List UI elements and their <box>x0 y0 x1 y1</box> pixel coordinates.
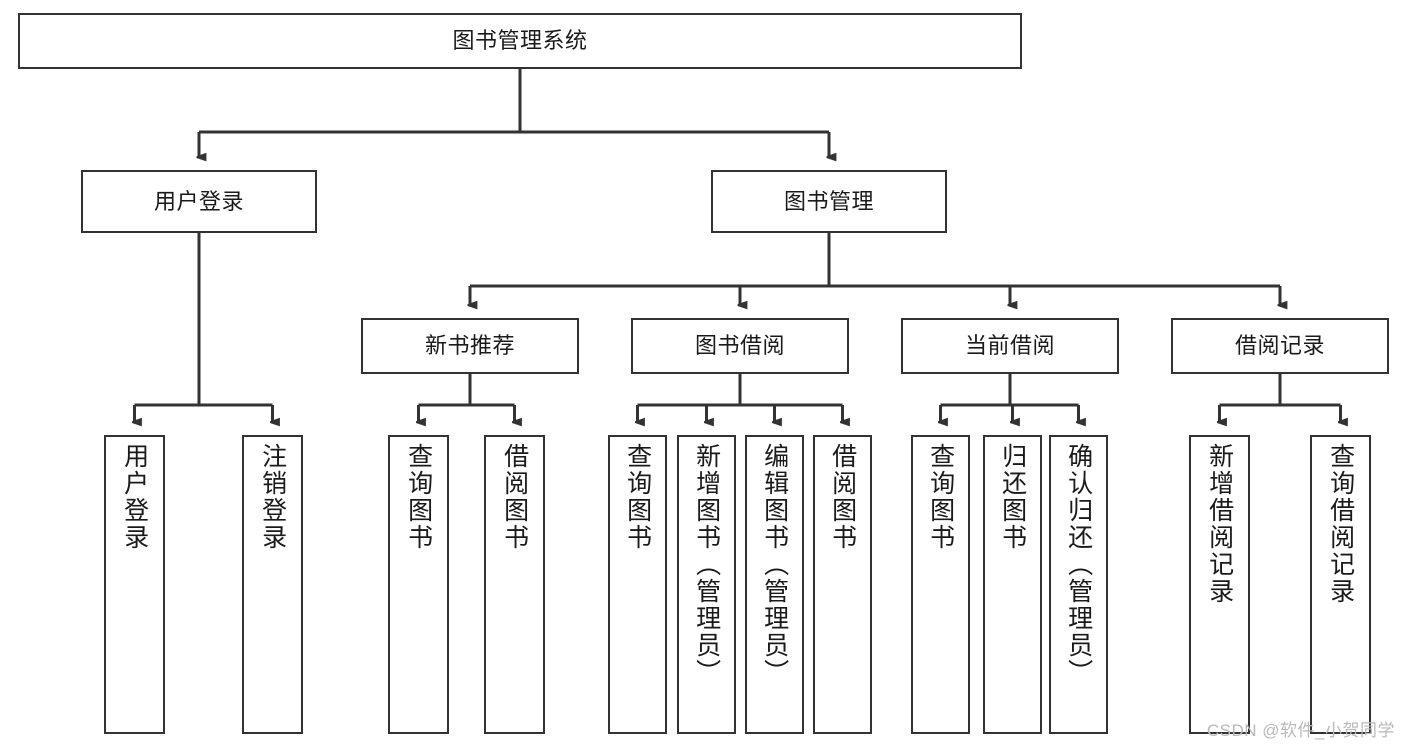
leaf-user-login-label: 用户登录 <box>120 443 149 551</box>
node-new-book-recommend-label: 新书推荐 <box>424 333 515 359</box>
node-book-borrow-label: 图书借阅 <box>694 333 785 359</box>
leaf-confirm-return-admin-label: 确认归还（管理员） <box>1064 443 1093 686</box>
leaf-edit-book-admin[interactable]: 编辑图书（管理员） <box>745 435 804 734</box>
leaf-borrow-book-recommend[interactable]: 借阅图书 <box>484 435 545 734</box>
leaf-borrow-book[interactable]: 借阅图书 <box>813 435 872 734</box>
leaf-confirm-return-admin[interactable]: 确认归还（管理员） <box>1049 435 1108 734</box>
leaf-query-book-current-label: 查询图书 <box>926 443 955 551</box>
leaf-add-book-admin-label: 新增图书（管理员） <box>692 443 721 686</box>
node-root-label: 图书管理系统 <box>452 28 588 54</box>
leaf-query-book-current[interactable]: 查询图书 <box>911 435 970 734</box>
watermark: CSDN @软件_小贺同学 <box>1206 721 1395 740</box>
node-user-login-label: 用户登录 <box>153 188 244 214</box>
node-user-login[interactable]: 用户登录 <box>81 170 317 233</box>
leaf-borrow-book-recommend-label: 借阅图书 <box>500 443 529 551</box>
leaf-return-book[interactable]: 归还图书 <box>983 435 1042 734</box>
node-book-management[interactable]: 图书管理 <box>711 170 947 233</box>
leaf-logout[interactable]: 注销登录 <box>242 435 303 734</box>
leaf-logout-label: 注销登录 <box>258 443 287 551</box>
leaf-query-book-recommend[interactable]: 查询图书 <box>388 435 449 734</box>
node-borrow-record[interactable]: 借阅记录 <box>1171 318 1389 374</box>
leaf-add-book-admin[interactable]: 新增图书（管理员） <box>677 435 736 734</box>
leaf-query-borrow-record[interactable]: 查询借阅记录 <box>1310 435 1371 734</box>
leaf-edit-book-admin-label: 编辑图书（管理员） <box>760 443 789 686</box>
node-borrow-record-label: 借阅记录 <box>1234 333 1325 359</box>
leaf-query-book-borrow-label: 查询图书 <box>623 443 652 551</box>
leaf-query-borrow-record-label: 查询借阅记录 <box>1326 443 1355 605</box>
leaf-user-login[interactable]: 用户登录 <box>104 435 165 734</box>
leaf-borrow-book-label: 借阅图书 <box>828 443 857 551</box>
node-root[interactable]: 图书管理系统 <box>18 13 1022 69</box>
node-current-borrow[interactable]: 当前借阅 <box>901 318 1119 374</box>
node-book-management-label: 图书管理 <box>783 188 874 214</box>
leaf-query-book-recommend-label: 查询图书 <box>404 443 433 551</box>
leaf-add-borrow-record[interactable]: 新增借阅记录 <box>1189 435 1250 734</box>
node-new-book-recommend[interactable]: 新书推荐 <box>361 318 579 374</box>
leaf-return-book-label: 归还图书 <box>998 443 1027 551</box>
node-book-borrow[interactable]: 图书借阅 <box>631 318 849 374</box>
node-current-borrow-label: 当前借阅 <box>964 333 1055 359</box>
leaf-query-book-borrow[interactable]: 查询图书 <box>608 435 667 734</box>
leaf-add-borrow-record-label: 新增借阅记录 <box>1205 443 1234 605</box>
